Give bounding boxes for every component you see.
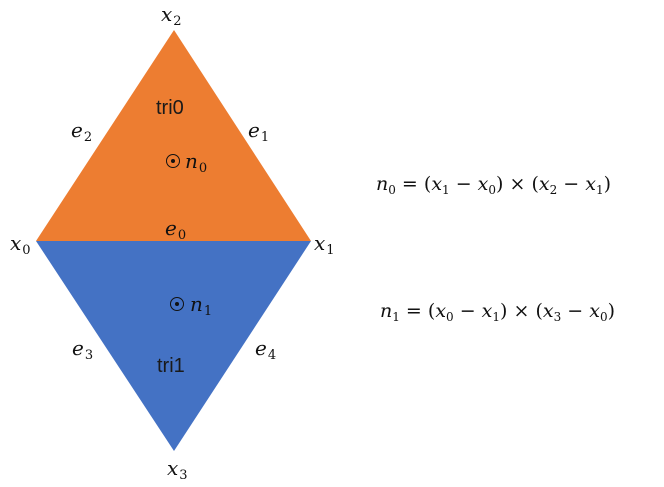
normal-out-of-plane-icon bbox=[170, 297, 184, 311]
vertex-label-x2: x2 bbox=[161, 2, 182, 29]
vertex-label-x3: x3 bbox=[167, 456, 188, 483]
normal-out-of-plane-icon bbox=[166, 154, 180, 168]
normal-label-n1: n1 bbox=[190, 292, 213, 319]
triangle-label-tri1: tri1 bbox=[157, 355, 185, 377]
formula-n0: n0 = (x1 − x0) × (x2 − x1) bbox=[376, 173, 612, 197]
triangle-label-tri0: tri0 bbox=[156, 97, 184, 119]
edge-label-e2: e2 bbox=[71, 118, 93, 145]
formula-n1: n1 = (x0 − x1) × (x3 − x0) bbox=[380, 300, 616, 324]
vertex-label-x0: x0 bbox=[10, 231, 31, 258]
vertex-label-x1: x1 bbox=[314, 231, 335, 258]
edge-label-e1: e1 bbox=[248, 118, 270, 145]
triangle-tri1 bbox=[36, 241, 311, 451]
triangle-tri0 bbox=[36, 30, 311, 241]
edge-label-e4: e4 bbox=[255, 336, 277, 363]
edge-label-e0: e0 bbox=[165, 216, 187, 243]
normal-label-n0: n0 bbox=[185, 149, 208, 176]
edge-label-e3: e3 bbox=[72, 336, 94, 363]
